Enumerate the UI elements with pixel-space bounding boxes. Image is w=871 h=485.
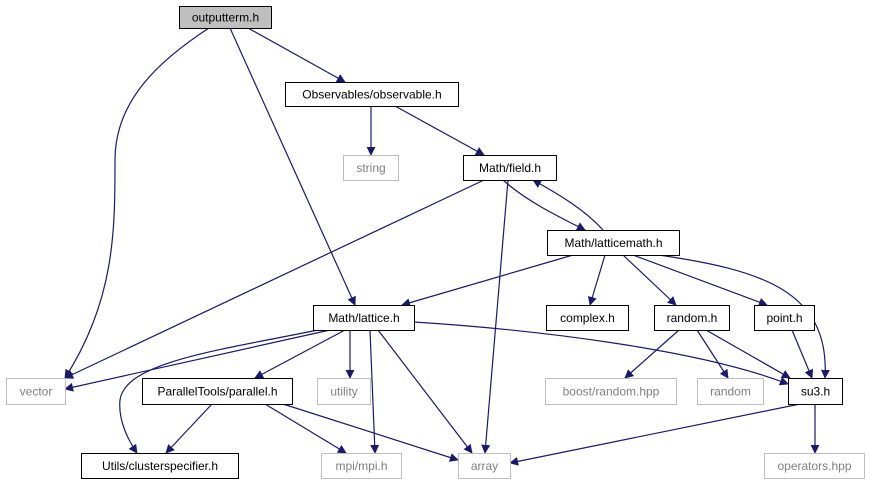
edge-lattice-to-clusterspecifier — [119, 329, 319, 454]
node-field-label: Math/field.h — [479, 161, 541, 175]
node-observable-box — [285, 82, 459, 107]
edge-latticemath-to-point — [632, 254, 768, 307]
node-complex-box — [546, 305, 629, 331]
node-parallel-box — [142, 378, 293, 405]
node-latticemath-box — [547, 230, 680, 256]
node-point[interactable]: point.h — [754, 305, 815, 331]
node-boostrandom-box — [545, 378, 677, 405]
node-operators-box — [764, 453, 865, 479]
node-string-label: string — [356, 161, 385, 175]
edge-lattice-to-su3 — [413, 321, 789, 386]
node-lattice-label: Math/lattice.h — [328, 311, 399, 325]
edge-latticemath-to-su3 — [658, 254, 830, 379]
node-parallel[interactable]: ParallelTools/parallel.h — [142, 378, 293, 405]
edge-point-to-su3 — [791, 329, 814, 379]
node-parallel-label: ParallelTools/parallel.h — [157, 385, 277, 399]
node-outputterm-box — [179, 6, 272, 29]
node-mpi: mpi/mpi.h — [321, 453, 402, 479]
node-operators: operators.hpp — [764, 453, 865, 479]
node-complex-label: complex.h — [560, 311, 615, 325]
node-array: array — [458, 453, 511, 479]
node-clusterspecifier-box — [81, 453, 239, 479]
node-vector: vector — [6, 378, 66, 405]
edge-random_h-to-su3 — [705, 329, 791, 379]
edge-latticemath-to-field — [532, 179, 604, 231]
node-string: string — [343, 155, 399, 181]
node-clusterspecifier[interactable]: Utils/clusterspecifier.h — [81, 453, 239, 479]
edge-lattice-to-parallel — [254, 329, 346, 379]
node-point-label: point.h — [766, 311, 802, 325]
node-latticemath-label: Math/latticemath.h — [564, 236, 662, 250]
edge-field-to-array — [481, 179, 509, 454]
node-random-box — [697, 378, 764, 405]
edge-outputterm-to-observable — [247, 27, 346, 83]
node-random: random — [697, 378, 764, 405]
node-utility-label: utility — [330, 385, 357, 399]
node-mpi-box — [321, 453, 402, 479]
node-complex[interactable]: complex.h — [546, 305, 629, 331]
edge-parallel-to-array — [282, 403, 459, 462]
node-field-box — [463, 155, 557, 181]
edge-latticemath-to-complex — [588, 254, 606, 306]
node-observable[interactable]: Observables/observable.h — [285, 82, 459, 107]
node-utility: utility — [317, 378, 371, 405]
node-random_h-label: random.h — [667, 311, 718, 325]
node-boostrandom-label: boost/random.hpp — [563, 385, 660, 399]
edge-random_h-to-random — [696, 329, 729, 379]
node-string-box — [343, 155, 399, 181]
edge-latticemath-to-lattice — [401, 254, 574, 308]
node-su3[interactable]: su3.h — [788, 378, 843, 405]
edge-latticemath-to-random_h — [622, 254, 677, 306]
node-operators-label: operators.hpp — [777, 459, 851, 473]
node-field[interactable]: Math/field.h — [463, 155, 557, 181]
node-outputterm-label: outputterm.h — [192, 11, 259, 25]
edge-field-to-latticemath — [502, 179, 586, 231]
edge-field-to-vector — [64, 179, 485, 379]
node-mpi-label: mpi/mpi.h — [335, 459, 387, 473]
node-random_h[interactable]: random.h — [654, 305, 730, 331]
node-random_h-box — [654, 305, 730, 331]
edges-layer — [64, 27, 830, 466]
node-vector-box — [6, 378, 66, 405]
node-clusterspecifier-label: Utils/clusterspecifier.h — [102, 459, 218, 473]
node-point-box — [754, 305, 815, 331]
edge-lattice-to-vector — [64, 329, 331, 392]
node-utility-box — [317, 378, 371, 405]
node-observable-label: Observables/observable.h — [302, 88, 441, 102]
edge-observable-to-field — [394, 105, 485, 156]
edge-lattice-to-mpi — [369, 329, 380, 454]
edge-lattice-to-array — [377, 329, 473, 454]
edge-random_h-to-boostrandom — [624, 329, 680, 379]
node-latticemath[interactable]: Math/latticemath.h — [547, 230, 680, 256]
node-outputterm[interactable]: outputterm.h — [179, 6, 272, 29]
node-array-box — [458, 453, 511, 479]
node-lattice-box — [313, 305, 415, 331]
node-lattice[interactable]: Math/lattice.h — [313, 305, 415, 331]
node-su3-label: su3.h — [801, 385, 830, 399]
edge-parallel-to-clusterspecifier — [165, 403, 213, 454]
edge-outputterm-to-vector — [64, 27, 210, 379]
edge-outputterm-to-lattice — [229, 27, 356, 306]
node-random-label: random — [710, 385, 751, 399]
node-su3-box — [788, 378, 843, 405]
edge-su3-to-array — [509, 403, 801, 466]
edge-parallel-to-mpi — [264, 403, 347, 454]
node-boostrandom: boost/random.hpp — [545, 378, 677, 405]
node-array-label: array — [471, 459, 498, 473]
node-vector-label: vector — [20, 385, 53, 399]
